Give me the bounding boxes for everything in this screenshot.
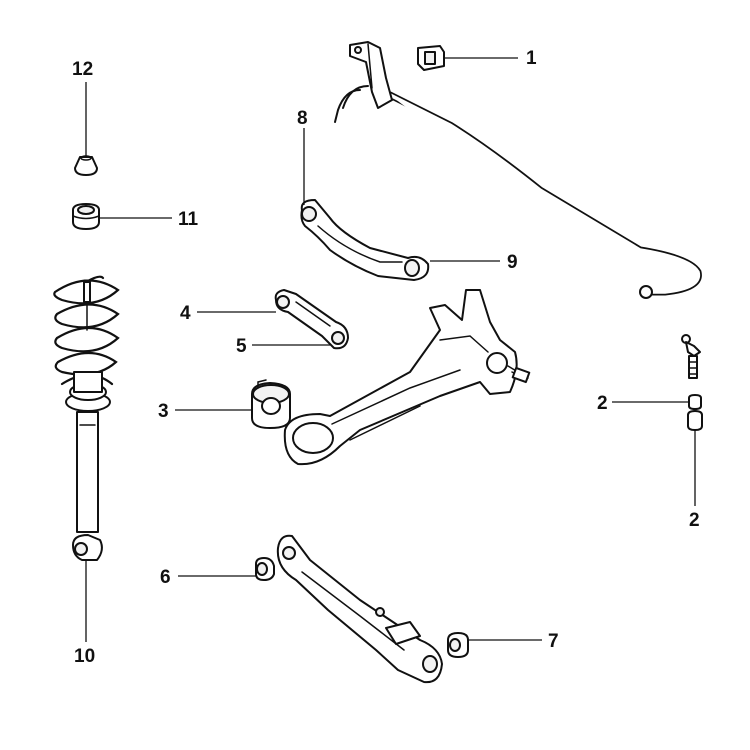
callout-12: 12 bbox=[72, 59, 93, 80]
callout-2b: 2 bbox=[689, 510, 700, 531]
lower-arm-bushing-right-part bbox=[447, 632, 469, 658]
callout-8: 8 bbox=[297, 108, 308, 129]
lower-control-arm-part bbox=[276, 534, 443, 684]
callout-1: 1 bbox=[526, 48, 537, 69]
stabilizer-bar-part bbox=[334, 41, 702, 299]
stabilizer-link-part bbox=[681, 334, 703, 431]
callout-3: 3 bbox=[158, 401, 169, 422]
cap-nut-part bbox=[74, 155, 98, 176]
upper-control-arm-part bbox=[300, 199, 430, 281]
callout-4: 4 bbox=[180, 303, 191, 324]
callout-6: 6 bbox=[160, 567, 171, 588]
callout-5: 5 bbox=[236, 336, 247, 357]
leader-lines bbox=[85, 57, 696, 642]
rubber-bushing-part bbox=[72, 203, 100, 230]
callout-labels: 1 2 2 3 4 5 6 7 8 9 10 11 12 bbox=[72, 48, 700, 667]
trailing-arm-bushing-part bbox=[251, 379, 291, 429]
callout-9: 9 bbox=[507, 252, 518, 273]
shock-absorber-coil-spring-part bbox=[53, 275, 120, 561]
callout-10: 10 bbox=[74, 646, 95, 667]
callout-11: 11 bbox=[178, 209, 199, 230]
lower-arm-bushing-left-part bbox=[255, 557, 275, 581]
lateral-link-part bbox=[274, 289, 349, 350]
trailing-arm-knuckle-part bbox=[283, 289, 531, 466]
callout-7: 7 bbox=[548, 631, 559, 652]
callout-2a: 2 bbox=[597, 393, 608, 414]
